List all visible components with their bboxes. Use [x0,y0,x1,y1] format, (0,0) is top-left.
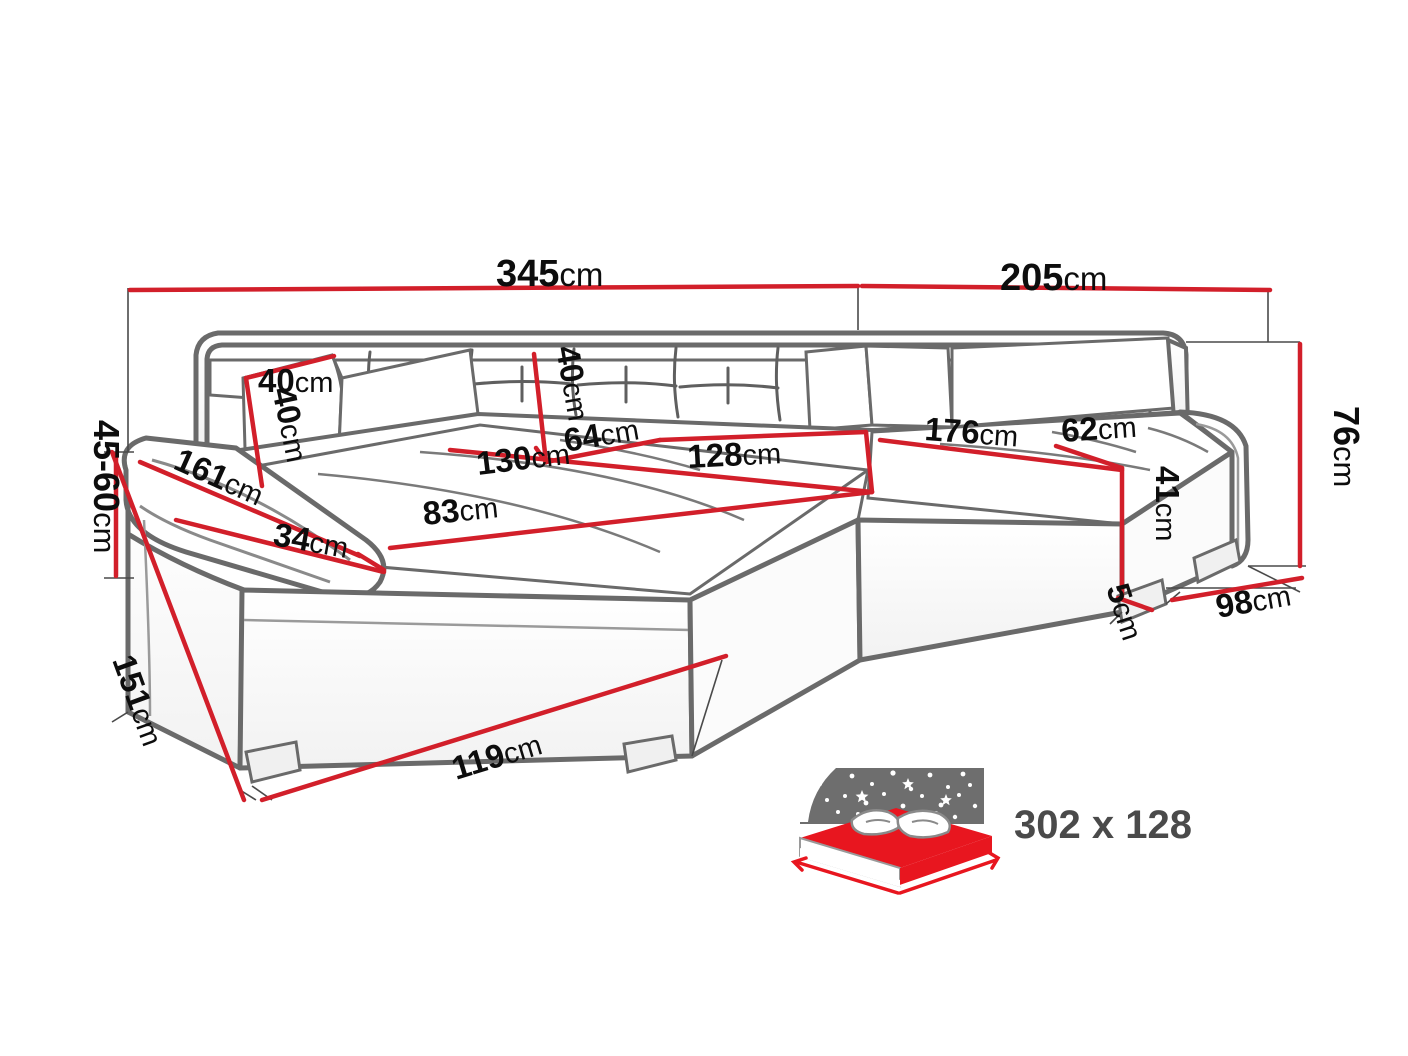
dim-label-64: 64cm [561,409,642,459]
sleeping-area-label: 302 x 128 [1014,803,1192,847]
dim-label-40-backrest: 40cm [549,343,599,424]
right-armrest-seam [1195,422,1240,552]
dim-label-98: 98cm [1213,575,1294,625]
measure-line-5 [1115,595,1155,613]
dim-label-205: 205cm [1000,257,1107,299]
measure-line-34-a [355,551,387,573]
dim-label-128: 128cm [686,433,782,475]
dim-label-76: 76cm [1326,406,1367,487]
corner-base-front [855,517,1125,663]
chaise-base-seam [243,618,691,632]
pillow-left-crease [865,819,891,823]
dim-label-41: 41cm [1149,466,1186,541]
left-side-panel-seam [142,519,152,717]
dim-label-345: 345cm [496,253,603,295]
measure-line-205 [859,283,1273,293]
dim-label-130: 130cm [474,434,572,482]
dim-label-40-side: 40cm [265,384,317,465]
dim-label-45-60: 45-60cm [86,420,127,553]
dim-label-40-top: 40cm [258,362,333,399]
dim-label-62: 62cm [1060,407,1138,449]
chaise-base-front [237,587,695,771]
measure-line-62 [1053,443,1125,471]
measure-line-161 [137,459,363,559]
measure-line-34 [173,517,387,575]
measure-line-64-b [533,445,549,465]
pillow-right [896,809,951,839]
mattress-sheet-band [800,848,900,886]
chaise-seat-seams [317,438,745,554]
measure-line-128 [657,429,869,443]
measure-line-40-side [243,375,265,489]
measure-line-119 [259,653,729,803]
measure-line-83 [387,489,875,551]
measurement-lines [109,283,1305,803]
mattress-side-right [900,836,992,886]
measure-line-40-top [243,353,337,381]
measure-line-130 [447,447,875,495]
pillow-left [850,809,901,836]
measure-line-64-a [543,437,663,465]
dim-label-176: 176cm [924,410,1020,453]
leg-front-left [244,740,302,784]
measure-line-345 [127,283,861,293]
leg-front-mid [622,734,678,774]
moon-crescent [800,768,836,822]
pillow-right-crease [911,819,939,825]
throw-pillow-corner-a [804,344,874,432]
measure-line-128-drop [863,429,875,495]
measure-line-151 [109,449,247,803]
dim-label-83: 83cm [421,487,500,532]
measure-line-40-backrest [531,351,549,465]
measure-line-176 [877,437,1125,473]
left-armrest-lower-seam [139,504,331,584]
leg-right-front [1192,537,1242,585]
dim-label-34: 34cm [271,515,352,565]
dim-label-119: 119cm [447,724,546,786]
right-seat-seams [939,426,1209,472]
measure-line-98 [1169,575,1305,603]
bed-measure-arrows [790,850,1001,895]
bed-sleeping-area-icon: 302 x 128 [790,768,1192,895]
